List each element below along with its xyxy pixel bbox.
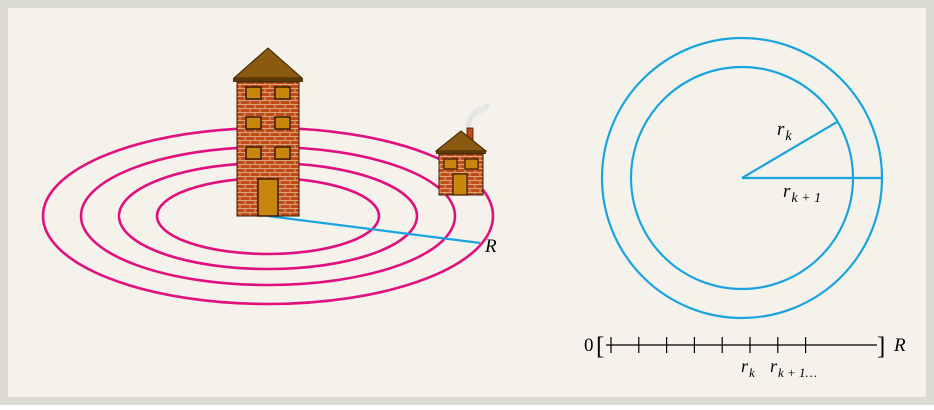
- number-line-close-bracket: ]: [877, 333, 885, 360]
- number-line-end-label: R: [893, 335, 906, 356]
- tall-brick-building-icon: [233, 48, 303, 216]
- house-door: [453, 174, 467, 195]
- radius-label: R: [484, 236, 497, 257]
- number-line-open-bracket: [: [596, 333, 604, 360]
- building-door: [258, 179, 278, 216]
- number-line-start-label: 0: [584, 335, 594, 356]
